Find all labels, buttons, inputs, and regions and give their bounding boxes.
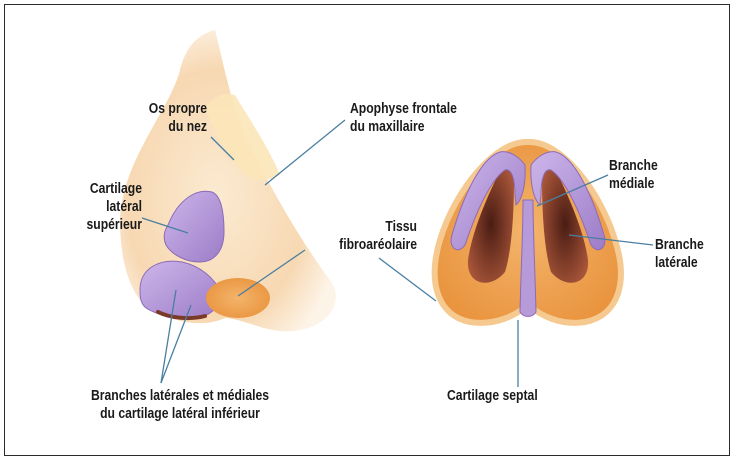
- label-branche-mediale-line2: médiale: [609, 175, 693, 193]
- label-cartilage-lateral-sup: Cartilage latéral supérieur: [48, 180, 142, 234]
- label-branche-laterale-line2: latérale: [655, 254, 719, 272]
- leader-apophyse: [265, 120, 345, 185]
- side-fibro-tissue: [206, 278, 270, 318]
- label-tissu: Tissu fibroaréolaire: [295, 218, 417, 254]
- label-cartilage-lateral-sup-line2: latéral: [48, 198, 142, 216]
- label-branche-laterale-line1: Branche: [655, 236, 719, 254]
- label-apophyse-line1: Apophyse frontale: [350, 100, 501, 118]
- label-cartilage-septal-line1: Cartilage septal: [447, 387, 581, 405]
- label-os-propre-line1: Os propre: [102, 100, 207, 118]
- label-branche-mediale-line1: Branche: [609, 157, 693, 175]
- label-apophyse: Apophyse frontale du maxillaire: [350, 100, 501, 136]
- label-os-propre-line2: du nez: [102, 118, 207, 136]
- label-tissu-line1: Tissu: [295, 218, 417, 236]
- label-branches-inferieur-line2: du cartilage latéral inférieur: [54, 405, 306, 423]
- label-branches-inferieur: Branches latérales et médiales du cartil…: [54, 387, 306, 423]
- label-os-propre: Os propre du nez: [102, 100, 207, 136]
- label-apophyse-line2: du maxillaire: [350, 118, 501, 136]
- label-branche-laterale: Branche latérale: [655, 236, 719, 272]
- label-cartilage-septal: Cartilage septal: [447, 387, 581, 405]
- side-view-nose: [120, 30, 336, 331]
- label-cartilage-lateral-sup-line3: supérieur: [48, 216, 142, 234]
- label-tissu-line2: fibroaréolaire: [295, 236, 417, 254]
- basal-view-nose: [435, 142, 621, 323]
- basal-septal-cartilage: [520, 200, 536, 317]
- label-branche-mediale: Branche médiale: [609, 157, 693, 193]
- leader-tissu-right: [379, 258, 436, 301]
- label-branches-inferieur-line1: Branches latérales et médiales: [54, 387, 306, 405]
- label-cartilage-lateral-sup-line1: Cartilage: [48, 180, 142, 198]
